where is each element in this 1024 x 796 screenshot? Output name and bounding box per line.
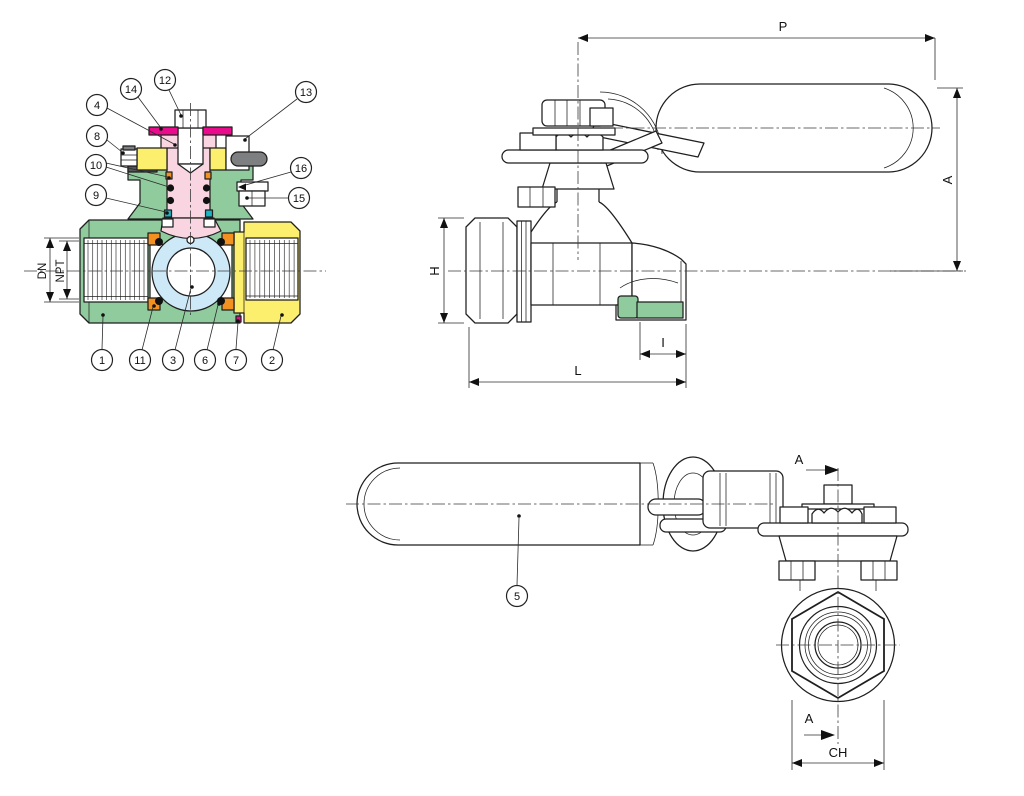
- collar-ring: [516, 220, 532, 323]
- section-a-bottom-label: A: [805, 711, 814, 726]
- stem-assembly-side: [501, 99, 649, 244]
- svg-text:6: 6: [202, 355, 208, 367]
- svg-text:3: 3: [170, 355, 176, 367]
- inlet-bore: [83, 237, 149, 303]
- body-mid-side: [530, 242, 633, 306]
- svg-text:12: 12: [159, 75, 171, 87]
- outlet-thread-green: [617, 295, 684, 319]
- callout-5-leader: [516, 517, 520, 586]
- thrust-washer-right: [203, 218, 216, 228]
- stem-nut-plan: [811, 507, 863, 524]
- hex-nut-left: [778, 560, 816, 581]
- svg-text:10: 10: [90, 160, 102, 172]
- union-nut-side: [465, 217, 518, 324]
- callout-11: 11: [128, 348, 152, 372]
- washer-plate: [532, 127, 616, 136]
- gland-hex-cap: [122, 145, 136, 151]
- svg-text:11: 11: [134, 355, 145, 367]
- callout-13: 13: [294, 80, 318, 104]
- svg-text:2: 2: [269, 355, 275, 367]
- thrust-washer-left: [161, 218, 174, 228]
- ch-label: CH: [829, 745, 848, 760]
- callout-6: 6: [193, 348, 217, 372]
- callout-3: 3: [161, 348, 185, 372]
- svg-text:1: 1: [99, 355, 105, 367]
- callout-10: 10: [84, 153, 108, 177]
- thread-lines: [249, 240, 295, 298]
- svg-text:16: 16: [295, 163, 307, 175]
- h-label: H: [427, 266, 442, 275]
- stem-pin-plan: [647, 498, 707, 516]
- svg-text:5: 5: [514, 591, 520, 603]
- gland-hex-side: [517, 186, 556, 208]
- svg-text:8: 8: [94, 131, 100, 143]
- p-label: P: [779, 19, 788, 34]
- dimension-H: H: [427, 217, 464, 324]
- callout-leaders: [101, 87, 298, 351]
- a-label: A: [940, 175, 955, 184]
- svg-text:4: 4: [94, 100, 100, 112]
- section-view: DN NPT 14 12 13 4 8 10 9 16 15 1 11 3 6 …: [24, 68, 326, 372]
- callout-14: 14: [119, 77, 143, 101]
- callout-9: 9: [84, 183, 108, 207]
- side-view: P A H L I: [427, 19, 966, 388]
- callout-16: 16: [289, 156, 313, 180]
- l-label: L: [574, 363, 581, 378]
- handle-end-box: [702, 470, 784, 529]
- port-hexagon: [791, 590, 885, 700]
- svg-text:15: 15: [293, 193, 305, 205]
- outlet-bore: [245, 237, 299, 301]
- callout-15: 15: [287, 186, 311, 210]
- section-mark-top: A: [795, 452, 839, 475]
- handle-grip: [230, 151, 268, 167]
- svg-text:7: 7: [233, 355, 239, 367]
- svg-text:14: 14: [125, 84, 137, 96]
- plan-view: A A CH 5: [346, 452, 909, 770]
- dimension-P: P: [578, 19, 936, 80]
- bracket-plate-plan: [757, 522, 909, 537]
- callout-2: 2: [260, 348, 284, 372]
- dimension-CH: CH: [791, 700, 885, 770]
- dn-npt-dimension: DN NPT: [37, 237, 79, 303]
- npt-label: NPT: [55, 260, 67, 283]
- callout-4: 4: [85, 93, 109, 117]
- svg-text:13: 13: [300, 87, 312, 99]
- callout-7: 7: [224, 348, 248, 372]
- dn-label: DN: [37, 263, 49, 280]
- hex-nut-right: [860, 560, 898, 581]
- thread-lines: [87, 240, 145, 300]
- stop-bar: [501, 149, 649, 164]
- i-label: I: [661, 335, 665, 350]
- stem-orings: [166, 184, 211, 205]
- gland-nut: [136, 147, 227, 171]
- dimension-I: I: [639, 322, 686, 360]
- svg-text:9: 9: [93, 190, 99, 202]
- callout-8: 8: [85, 124, 109, 148]
- seat-orings: [155, 238, 225, 305]
- callout-5: 5: [505, 584, 529, 608]
- callout-12: 12: [153, 68, 177, 92]
- callout-1: 1: [90, 348, 114, 372]
- section-a-top-label: A: [795, 452, 804, 467]
- section-mark-bottom: A: [804, 711, 835, 740]
- ball-bore: [166, 247, 216, 297]
- dimension-A: A: [890, 87, 963, 272]
- dimension-L: L: [468, 324, 687, 388]
